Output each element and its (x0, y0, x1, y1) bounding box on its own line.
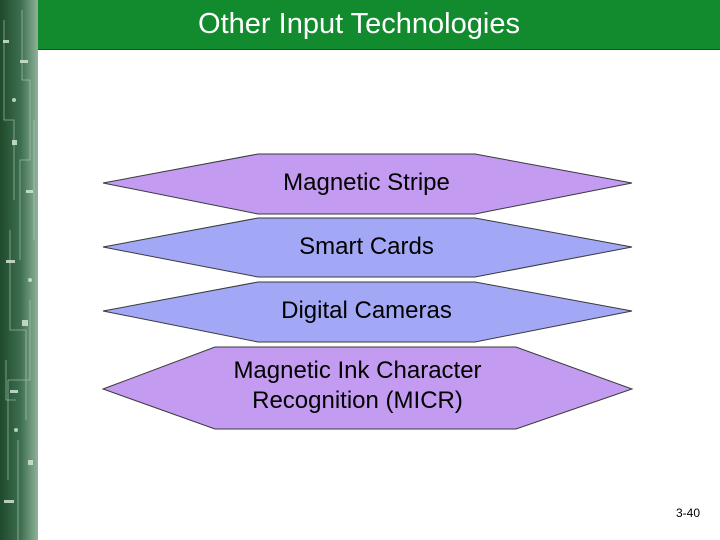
item-label-micr: Magnetic Ink Character Recognition (MICR… (233, 357, 482, 414)
title-bar: Other Input Technologies (38, 0, 720, 50)
item-label-smart-cards: Smart Cards (299, 233, 434, 260)
hexagon-smart-cards (102, 217, 633, 278)
hexagon-micr (101, 346, 634, 430)
slide-number: 3-40 (675, 506, 700, 520)
circuit-pattern-image (3, 10, 35, 540)
page-title: Other Input Technologies (198, 8, 520, 40)
hexagon-digital-cameras (102, 281, 633, 343)
item-label-digital-cameras: Digital Cameras (281, 297, 452, 324)
item-label-magnetic-stripe: Magnetic Stripe (283, 169, 450, 196)
decorative-sidebar (0, 0, 38, 540)
hexagon-magnetic-stripe (102, 153, 633, 215)
